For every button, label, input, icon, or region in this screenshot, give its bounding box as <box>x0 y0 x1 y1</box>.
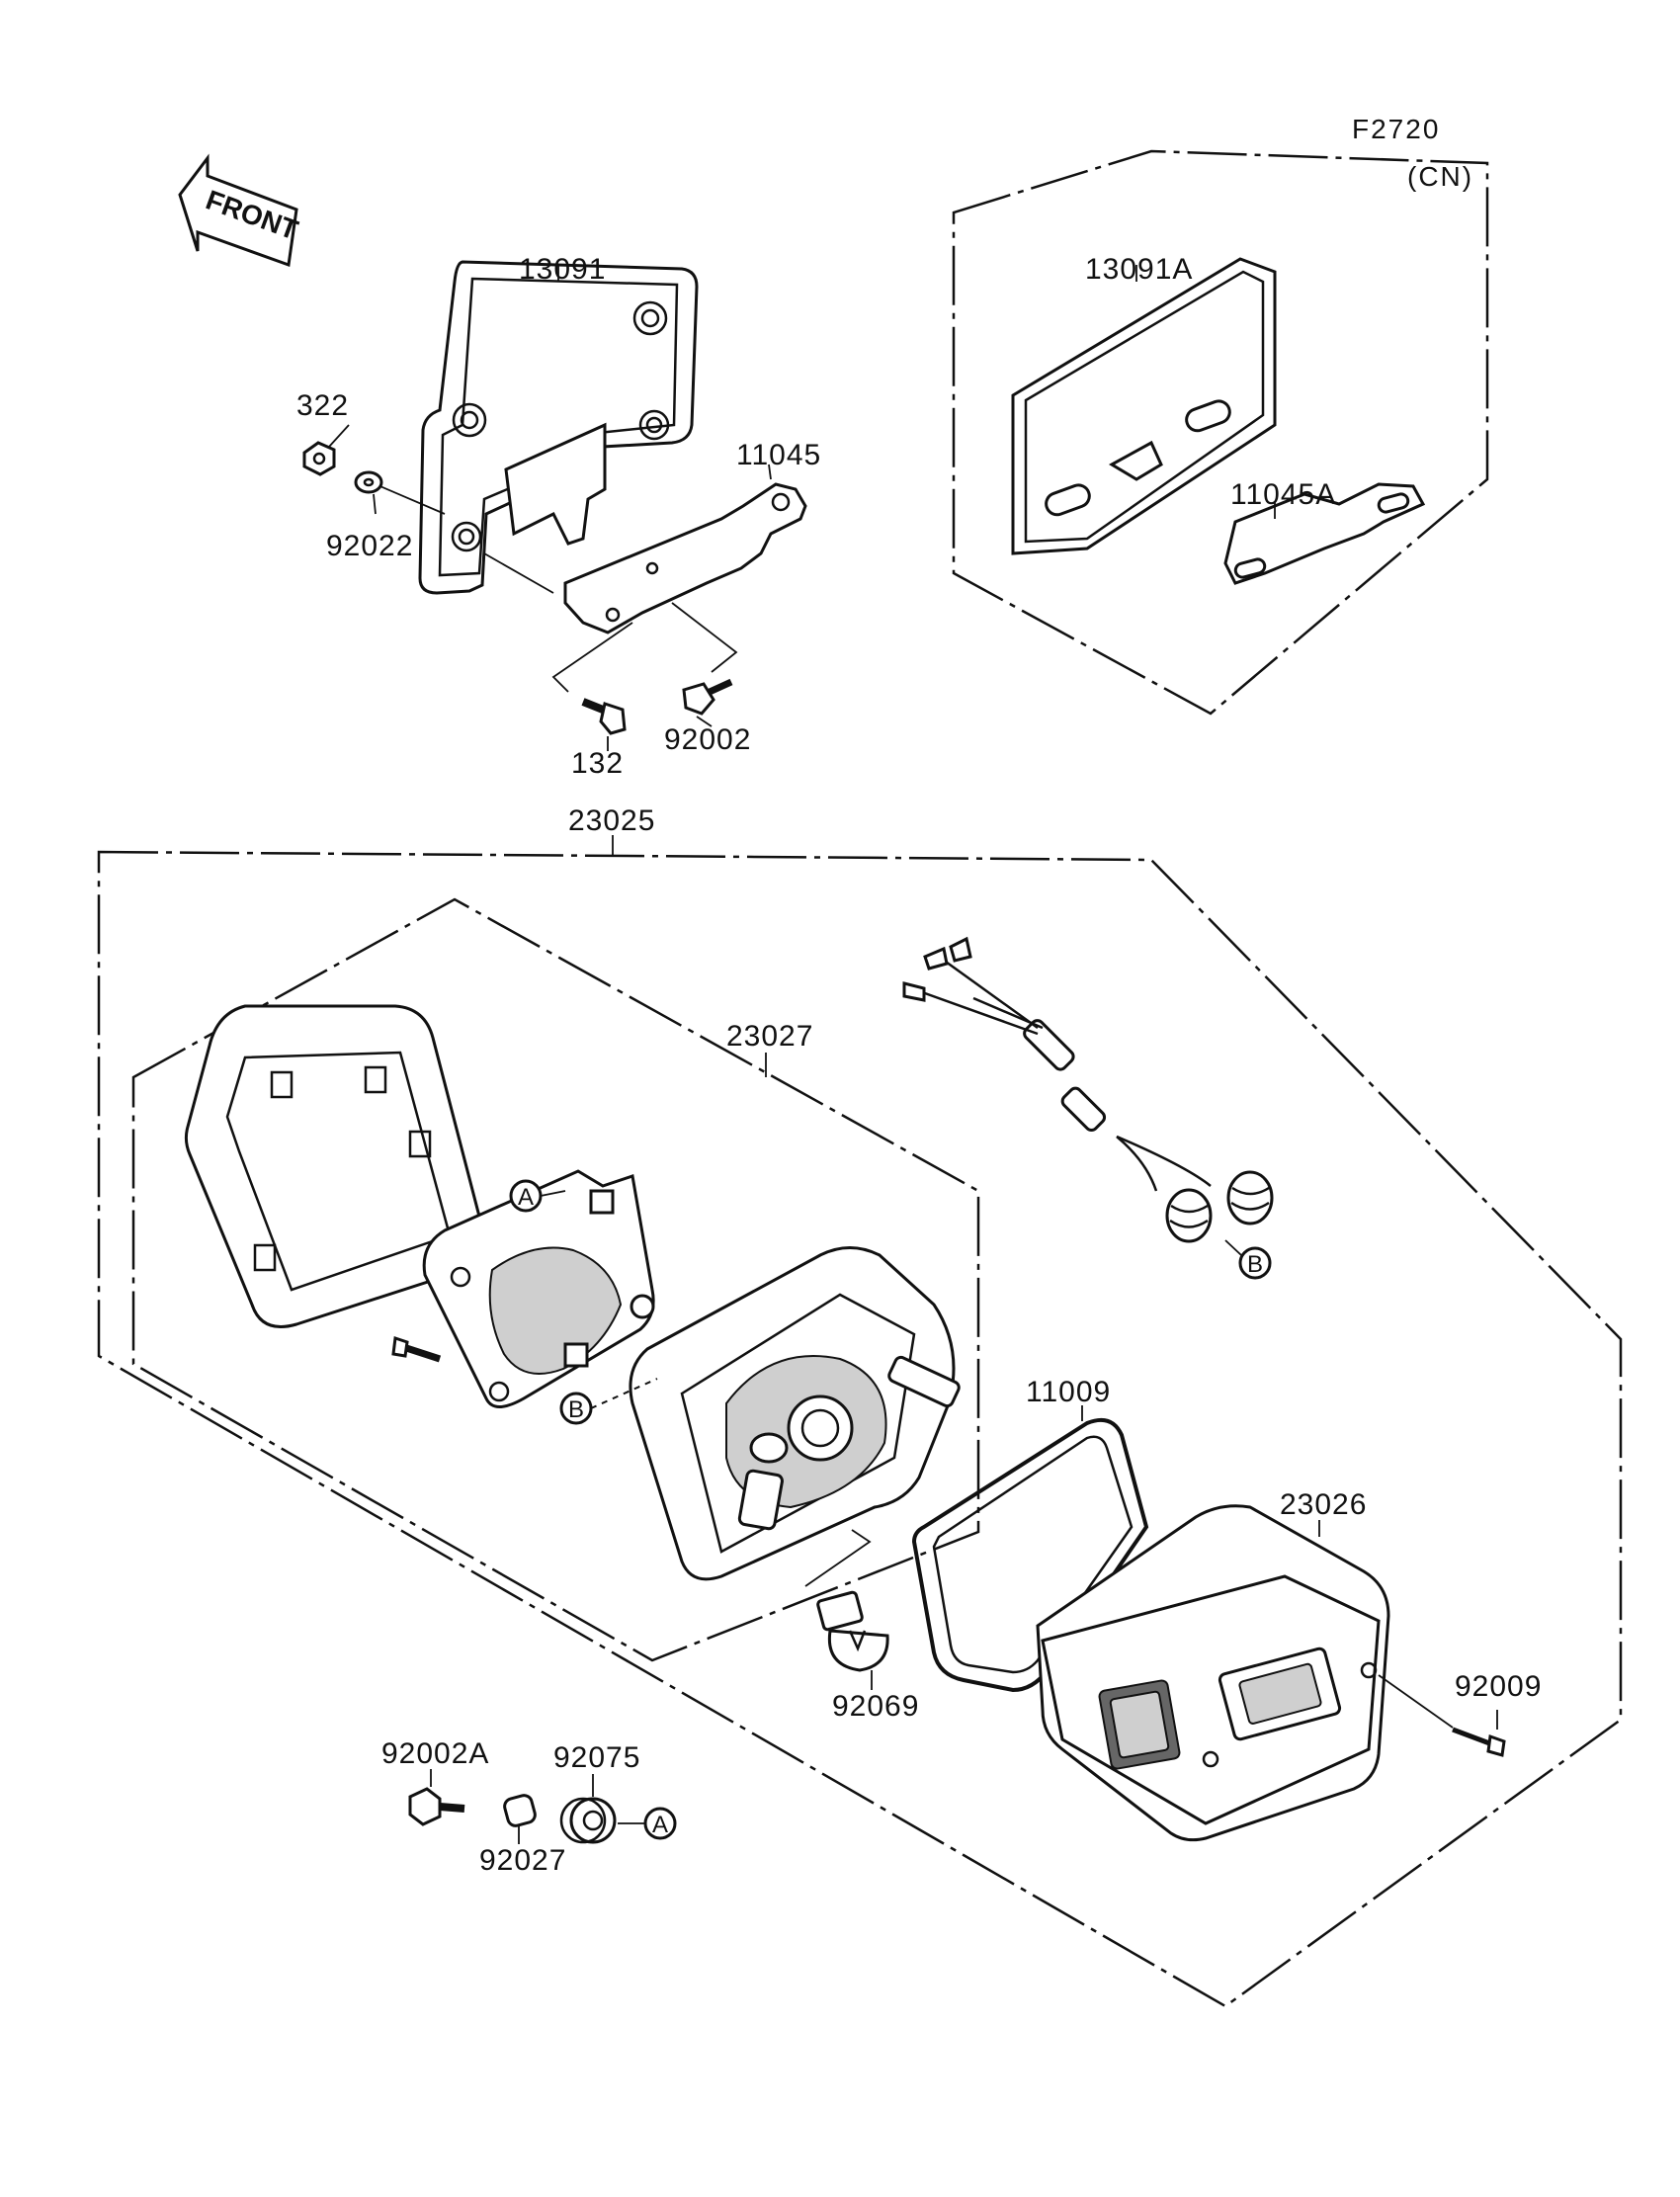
bolt-132-icon <box>581 698 627 735</box>
label-92027: 92027 <box>479 1844 566 1877</box>
label-92069: 92069 <box>832 1690 919 1723</box>
label-23025: 23025 <box>568 804 655 837</box>
collar-92027-icon <box>503 1794 537 1827</box>
label-23027: 23027 <box>726 1020 813 1053</box>
label-23026: 23026 <box>1280 1488 1367 1521</box>
nut-322-icon <box>302 441 336 476</box>
lens-gasket <box>911 1418 1149 1693</box>
cn-bracket-assembly <box>1011 257 1426 585</box>
socket-left-icon <box>1165 1188 1213 1243</box>
front-arrow-icon: FRONT <box>178 153 302 268</box>
bulb-92069-icon <box>816 1590 889 1672</box>
cn-variant-frame <box>952 149 1489 716</box>
lens-housing-frame <box>131 897 980 1662</box>
label-13091A: 13091A <box>1085 253 1193 286</box>
socket-right-icon <box>1226 1170 1274 1225</box>
diagram-code: F2720 <box>1352 114 1440 144</box>
taillight-assembly-frame <box>97 850 1623 2008</box>
label-11045: 11045 <box>736 439 821 471</box>
callout-a-bracket: A <box>509 1179 566 1213</box>
svg-text:A: A <box>652 1812 668 1838</box>
label-13091: 13091 <box>519 253 606 286</box>
bolt-92002a-icon <box>408 1787 465 1826</box>
label-11009: 11009 <box>1026 1376 1111 1408</box>
callout-a-grommet: A <box>618 1807 677 1840</box>
label-92002A: 92002A <box>381 1737 489 1770</box>
label-92002: 92002 <box>664 723 751 756</box>
bolt-92002-icon <box>682 678 733 716</box>
label-92075: 92075 <box>553 1741 640 1774</box>
wire-harness <box>902 936 1274 1243</box>
callout-b-sockets: B <box>1224 1239 1272 1280</box>
taillight-lens <box>1036 1504 1390 1842</box>
svg-text:A: A <box>518 1184 534 1211</box>
washer-92022-icon <box>354 470 383 494</box>
svg-text:B: B <box>568 1396 584 1423</box>
screw-92009-icon <box>1452 1727 1506 1757</box>
label-92022: 92022 <box>326 530 413 562</box>
label-11045A: 11045A <box>1230 478 1336 511</box>
grommet-92075-icon <box>559 1797 617 1844</box>
bracket-screw-icon <box>391 1335 442 1363</box>
label-92009: 92009 <box>1455 1670 1542 1703</box>
lamp-mounting-bracket <box>422 1169 655 1408</box>
variant-label: (CN) <box>1407 161 1473 192</box>
taillight-housing <box>629 1246 961 1581</box>
label-132: 132 <box>571 747 624 780</box>
label-322: 322 <box>296 389 349 422</box>
license-plate-bracket-assembly <box>302 260 807 751</box>
callout-b-housing: B <box>559 1378 658 1425</box>
svg-text:B: B <box>1247 1251 1263 1278</box>
